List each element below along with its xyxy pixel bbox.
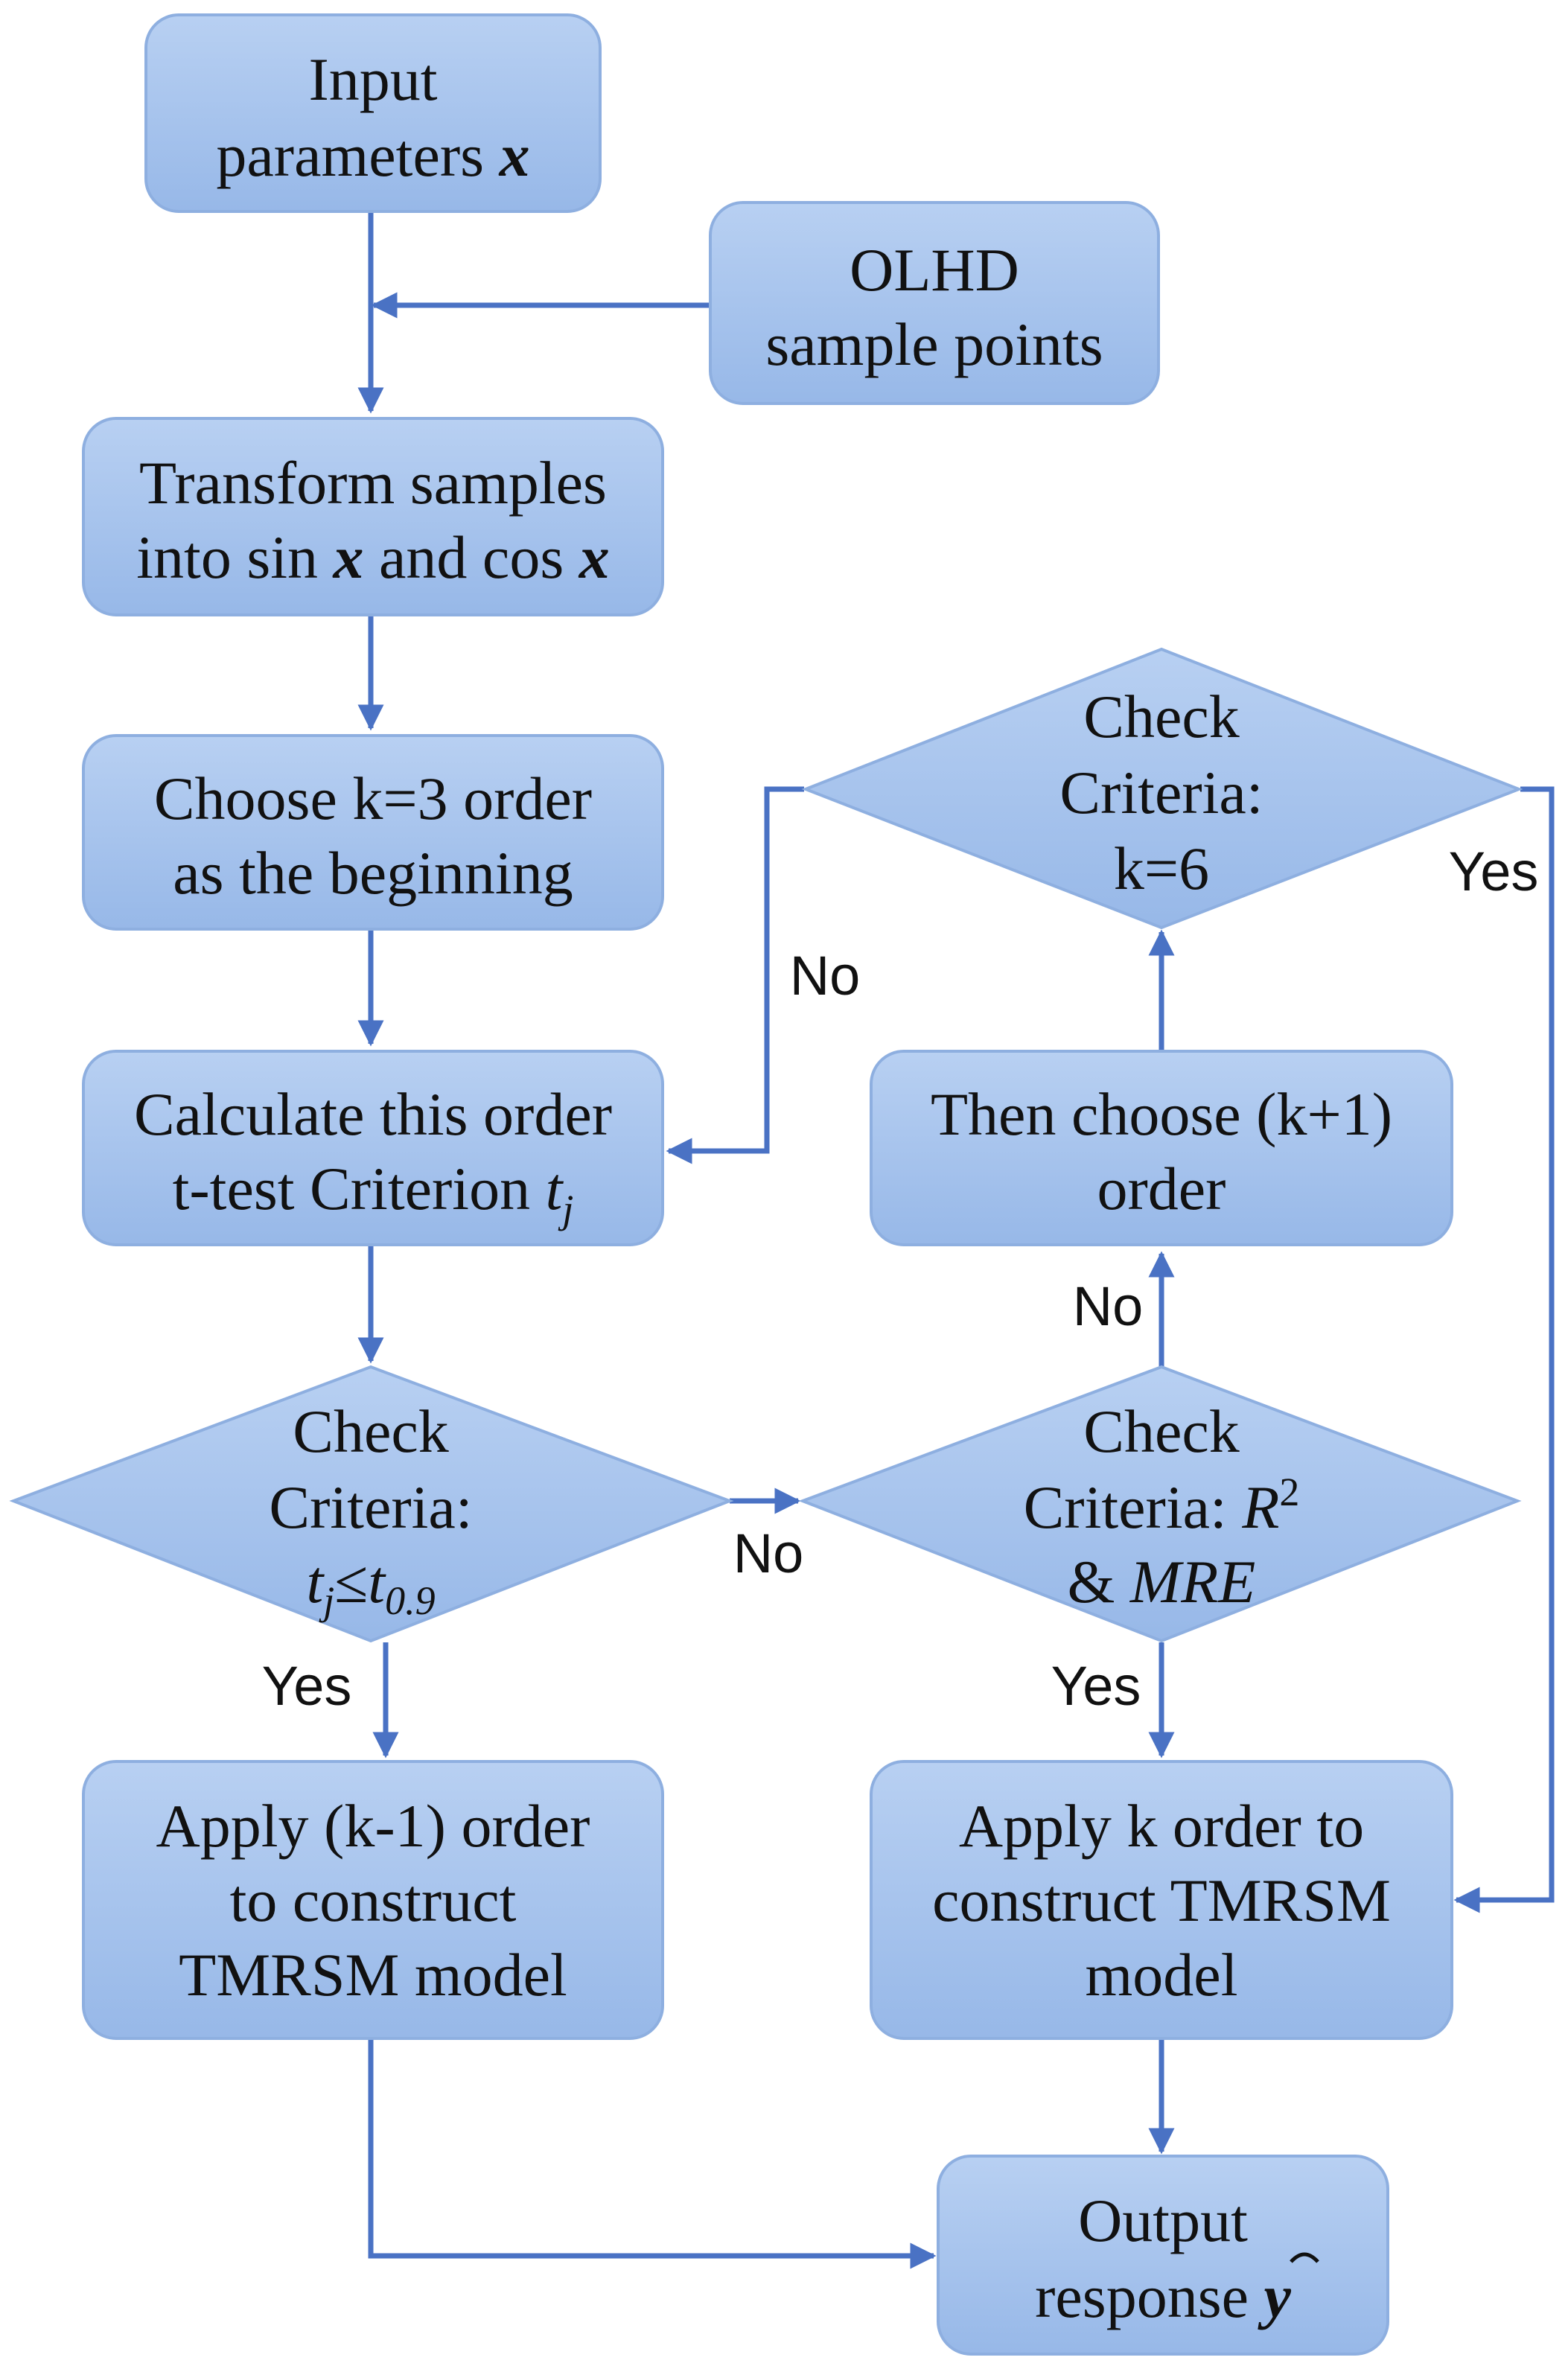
node-input-parameters: Input parameters x [144,13,602,213]
node-output-line1: Output [1078,2187,1248,2254]
node-input-line2-text: parameters [216,121,499,189]
node-check-t-criteria: Check Criteria: tj≤t0.9 [9,1365,734,1643]
node-output-line2-text: response [1035,2263,1263,2330]
svg-text:tj≤t0.9: tj≤t0.9 [306,1548,435,1623]
svg-text:t-test Criterion tj: t-test Criterion tj [173,1155,574,1231]
node-transform-line1: Transform samples [139,449,607,517]
svg-text:parameters x: parameters x [216,121,529,189]
node-transform-line2-b: and cos [364,523,579,591]
node-input-var-x: x [499,121,530,189]
node-apply-k: Apply k order to construct TMRSM model [870,1760,1453,2040]
node-check-t-line1: Check [293,1397,448,1465]
label-no-check-t: No [733,1523,804,1584]
node-choose-line1: Choose k=3 order [154,765,592,832]
node-calculate-sub-j: j [558,1187,573,1231]
node-check-t-op: ≤ [334,1548,368,1616]
svg-text:into sin x and cos x: into sin x and cos x [136,523,609,591]
label-no-check-r2: No [1073,1275,1144,1337]
node-transform-var-x1: x [333,523,364,591]
edges [357,213,1555,2269]
node-transform-var-x2: x [579,523,610,591]
node-check-t-sub-09: 0.9 [385,1578,436,1623]
label-yes-check-t: Yes [262,1655,352,1717]
node-check-k6-line1: Check [1083,683,1239,750]
node-check-r2-line3-text: & [1068,1548,1130,1616]
node-check-t-var-t2: t [368,1548,386,1616]
node-olhd-sample-points: OLHD sample points [709,201,1160,405]
node-check-t-sub-j: j [319,1578,334,1623]
node-check-r2-line2-text: Criteria: [1024,1473,1243,1541]
node-choose-line2: as the beginning [173,839,573,907]
node-calculate-criterion: Calculate this order t-test Criterion tj [82,1050,664,1246]
node-check-r2-var-r: R [1241,1473,1279,1541]
node-check-t-var-t: t [306,1548,325,1616]
node-check-r2-sup-2: 2 [1279,1470,1299,1514]
node-check-t-line2: Criteria: [269,1473,472,1541]
node-calculate-line1: Calculate this order [134,1080,612,1148]
node-olhd-line1: OLHD [850,236,1019,304]
label-yes-k6: Yes [1449,841,1539,902]
svg-text:Criteria: R2: Criteria: R2 [1024,1470,1300,1541]
node-then-choose-line1: Then choose (k+1) [931,1080,1392,1148]
node-check-r2-line1: Check [1083,1397,1239,1465]
node-check-r2-var-mre: MRE [1129,1548,1255,1616]
label-no-k6: No [790,945,861,1007]
edge-check-k6-to-apply-k [1453,786,1555,1913]
node-check-k6-line3: k=6 [1114,835,1209,902]
node-check-r2-mre: Check Criteria: R2 & MRE [798,1365,1522,1643]
svg-text:response y: response y [1035,2263,1291,2330]
node-apply-k-minus-1-line1: Apply (k-1) order [156,1792,590,1860]
edge-labels: No Yes No Yes No Yes [262,841,1539,1717]
edge-check-k6-to-calculate [666,786,804,1164]
node-apply-k-minus-1-line3: TMRSM model [179,1941,567,2009]
node-apply-k-line1: Apply k order to [959,1792,1364,1860]
label-yes-check-r2: Yes [1051,1655,1141,1717]
node-input-line1: Input [308,45,437,113]
node-check-k6: Check Criteria: k=6 [801,647,1523,930]
edge-apply-k-minus-1-to-output [368,2038,937,2269]
node-transform-samples: Transform samples into sin x and cos x [82,417,664,616]
node-apply-k-minus-1: Apply (k-1) order to construct TMRSM mod… [82,1760,664,2040]
node-apply-k-minus-1-line2: to construct [230,1866,517,1934]
node-olhd-line2: sample points [765,310,1103,378]
svg-text:& MRE: & MRE [1068,1548,1256,1616]
node-then-choose: Then choose (k+1) order [870,1050,1453,1246]
node-output-response: Output response y [937,2155,1389,2356]
hat-icon [1290,2252,1319,2263]
node-apply-k-line2: construct TMRSM [932,1866,1391,1934]
node-calculate-var-t: t [546,1155,564,1222]
node-transform-line2-a: into sin [136,523,333,591]
node-apply-k-line3: model [1086,1941,1238,2009]
node-then-choose-line2: order [1097,1155,1226,1222]
node-check-k6-line2: Criteria: [1059,759,1263,826]
node-choose-k3: Choose k=3 order as the beginning [82,734,664,931]
node-calculate-line2-text: t-test Criterion [173,1155,546,1222]
